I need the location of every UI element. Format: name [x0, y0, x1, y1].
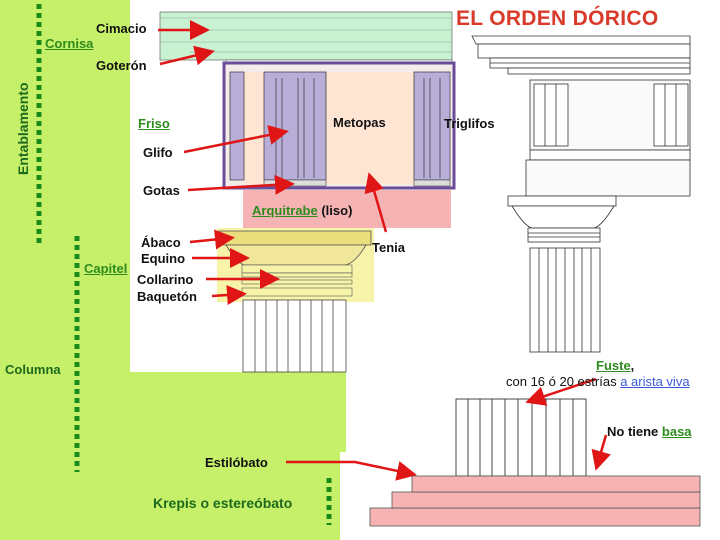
shaft-left — [242, 299, 347, 373]
baqueton-label: Baquetón — [137, 289, 197, 304]
triglyph-right — [413, 71, 451, 181]
triglyph-left — [263, 71, 327, 181]
right-capital — [507, 195, 617, 243]
capitel-label: Capitel — [84, 261, 128, 276]
liso-text: (liso) — [317, 203, 353, 218]
estrias-text: con 16 ó 20 estrías — [506, 374, 621, 389]
bottom-green-panel — [130, 450, 340, 540]
right-shaft — [529, 247, 601, 353]
cornisa-label: Cornisa — [45, 36, 94, 51]
glifo-label: Glifo — [143, 145, 173, 160]
metopas-label: Metopas — [333, 115, 386, 130]
arrow-basa — [591, 434, 611, 471]
arrow-fuste — [525, 377, 597, 406]
page-title: EL ORDEN DÓRICO — [456, 7, 659, 30]
arrow-glifo — [183, 125, 289, 154]
architrave-shape — [243, 190, 451, 228]
arrow-gotas — [187, 174, 295, 195]
cimacio-label: Cimacio — [96, 21, 147, 36]
collarino-label: Collarino — [137, 272, 194, 287]
right-entablature — [471, 35, 691, 197]
arrow-tenia — [364, 172, 388, 233]
lower-shaft — [455, 398, 587, 477]
arista-text: a arista viva — [620, 374, 690, 389]
triglyph-edge — [229, 71, 245, 181]
fuste-comma: , — [630, 358, 635, 373]
gotas-label: Gotas — [143, 183, 180, 198]
tenia-label: Tenia — [372, 240, 405, 255]
left-green-panel — [0, 0, 130, 540]
no-tiene-text: No tiene — [607, 424, 662, 439]
abaco-label: Ábaco — [141, 235, 181, 250]
entablamento-label: Entablamento — [15, 82, 31, 175]
arrow-abaco — [189, 229, 235, 250]
equino-label: Equino — [141, 251, 186, 266]
metope-left — [244, 72, 264, 184]
fuste-label: Fuste, — [596, 359, 634, 372]
arquitrabe-label: Arquitrabe (liso) — [252, 204, 352, 217]
fuste-text: Fuste — [596, 358, 631, 373]
estilobato-label: Estilóbato — [205, 455, 268, 470]
abacus-shape — [218, 230, 372, 246]
arrow-baqueton — [211, 285, 247, 305]
no-tiene-basa-label: No tiene basa — [607, 425, 692, 438]
basa-text: basa — [661, 424, 692, 439]
friso-label: Friso — [138, 116, 170, 131]
metope-center — [326, 72, 414, 184]
krepis-steps — [369, 475, 701, 527]
arrow-estilobato — [286, 460, 417, 481]
echinus-shape — [225, 244, 367, 266]
krepis-label: Krepis o estereóbato — [153, 495, 293, 511]
strip-green-panel — [130, 372, 346, 452]
columna-label: Columna — [5, 362, 61, 377]
arrow-goteron — [159, 45, 215, 66]
triglifos-label: Triglifos — [444, 116, 495, 131]
goteron-label: Goterón — [96, 58, 147, 73]
arquitrabe-text: Arquitrabe — [252, 203, 318, 218]
estrias-label: con 16 ó 20 estrías a arista viva — [506, 375, 690, 388]
